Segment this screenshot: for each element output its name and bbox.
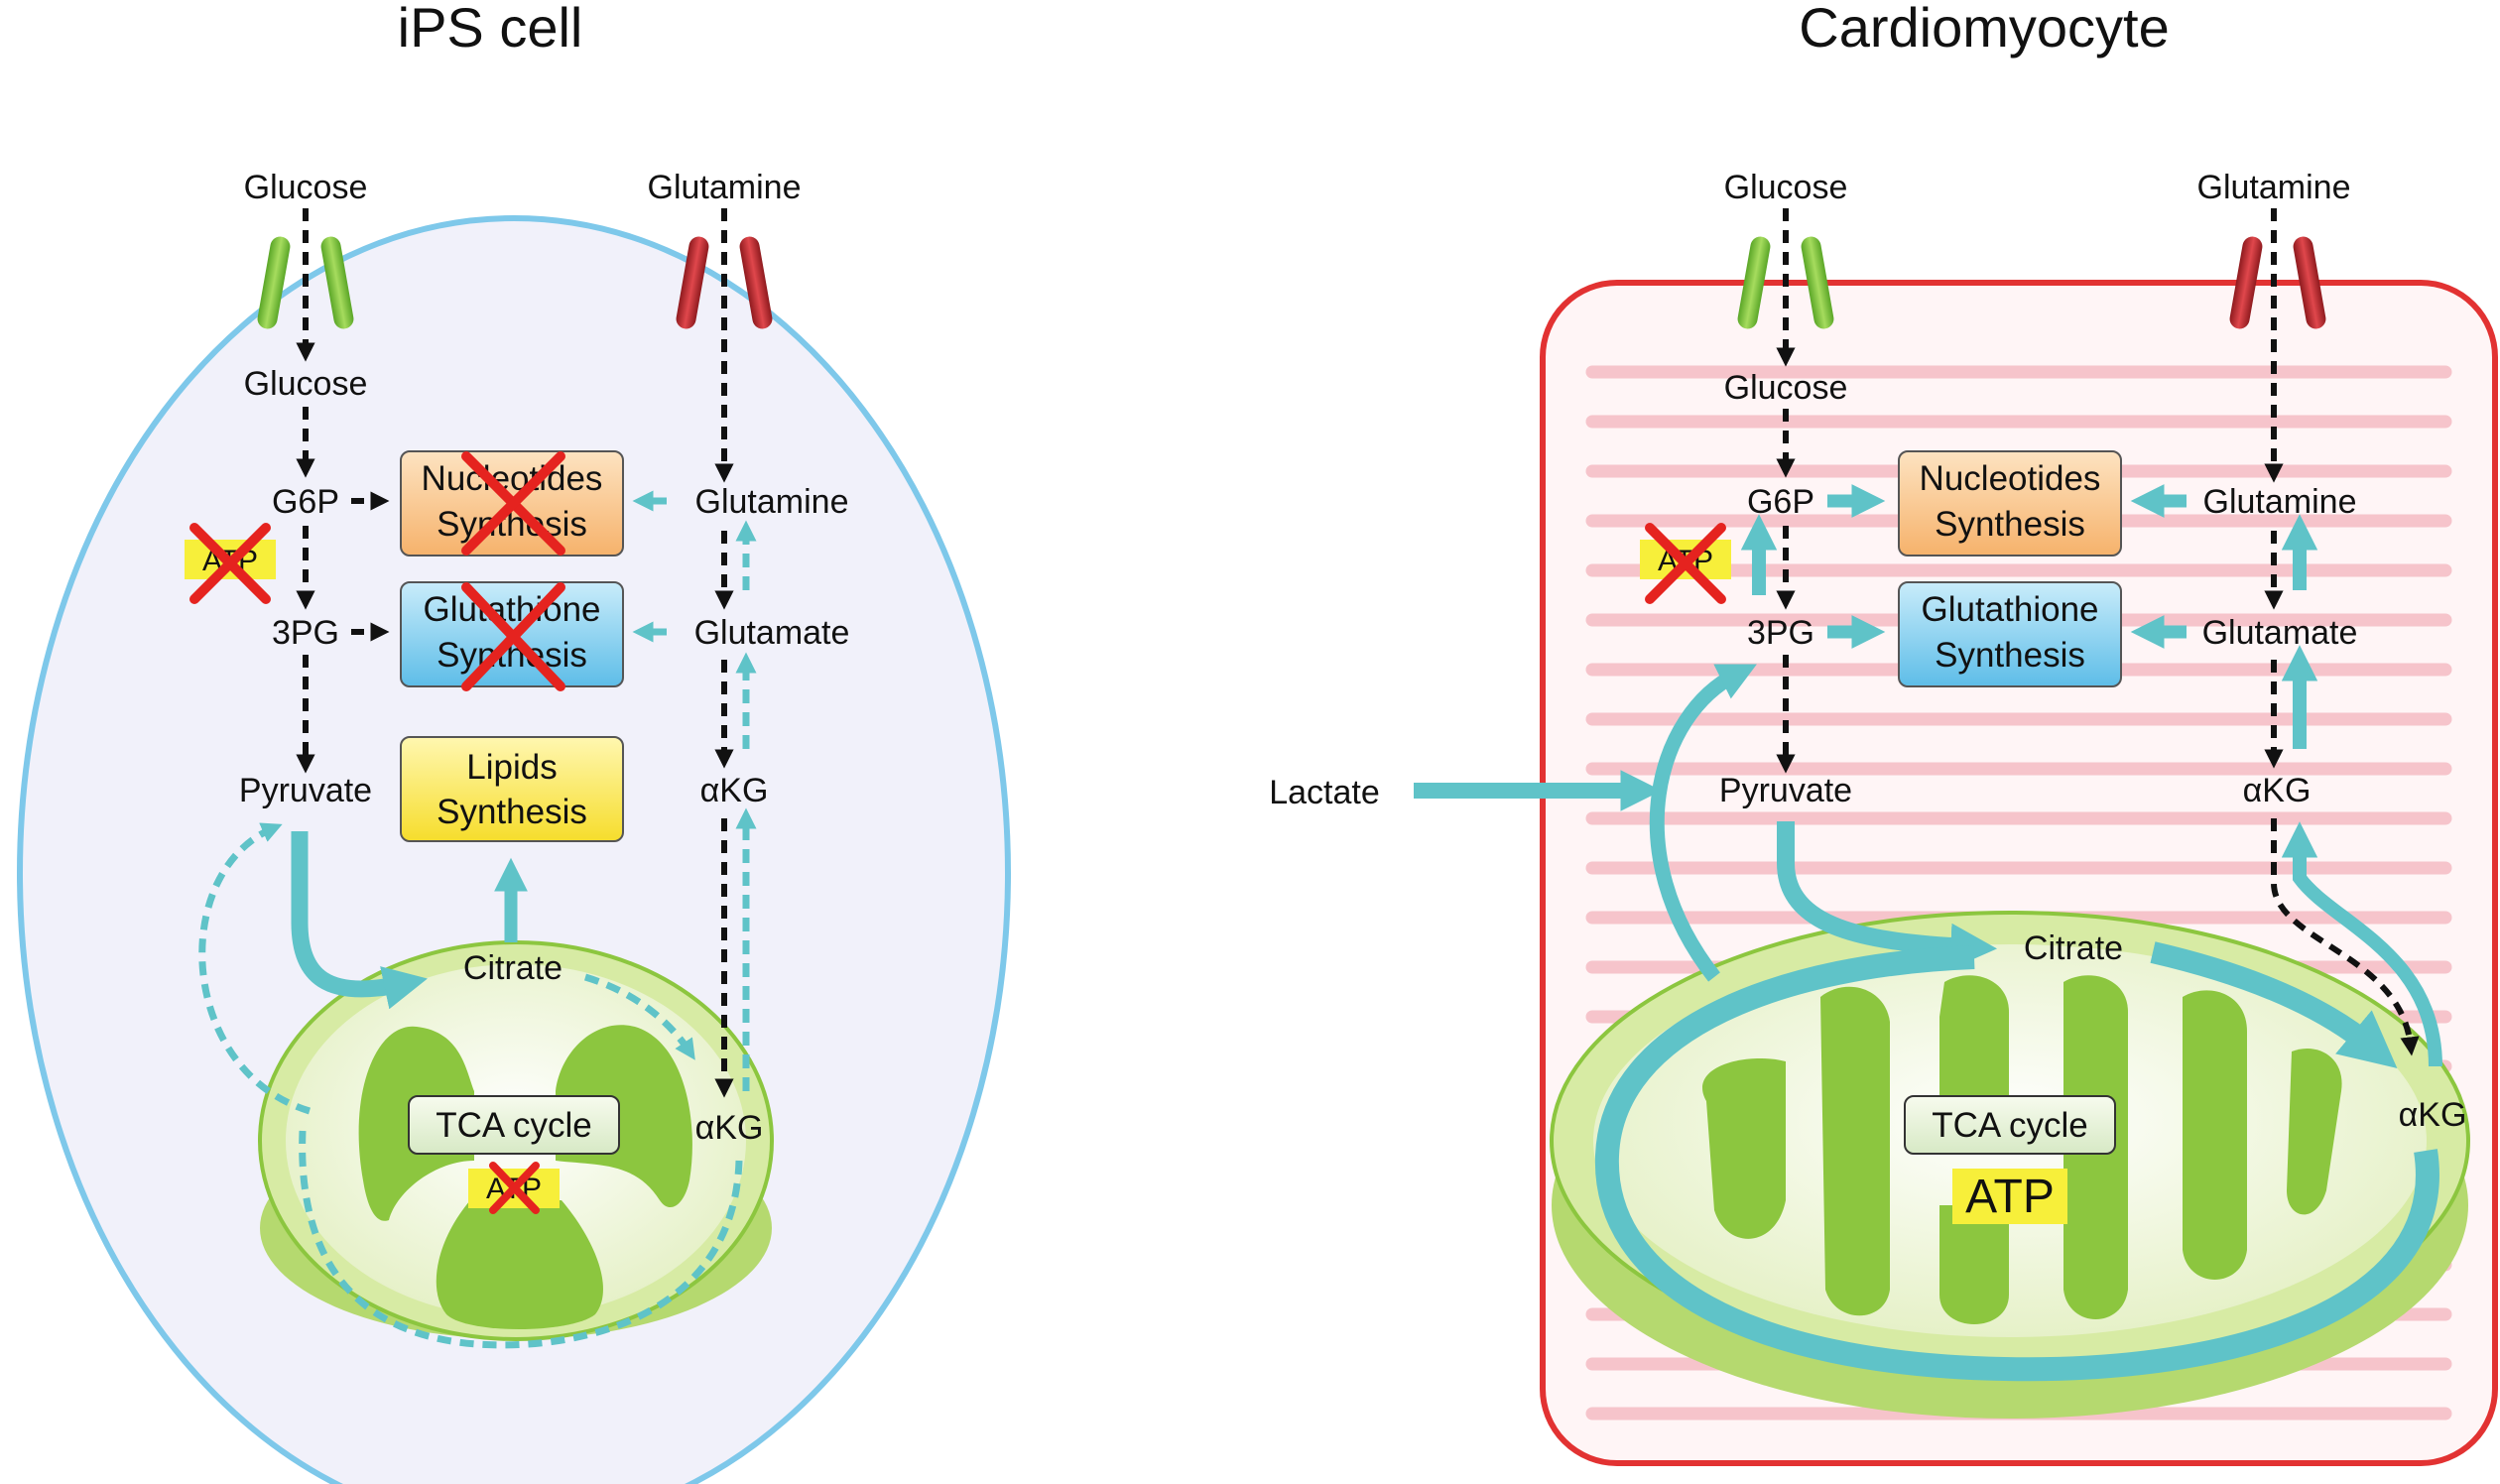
glutamine-label: Glutamine: [695, 483, 849, 521]
tca-label: TCA cycle: [1932, 1106, 2088, 1145]
glutamine-label: Glutamine: [2203, 483, 2357, 521]
akg-mito-label: αKG: [2399, 1096, 2467, 1134]
akg-label: αKG: [2243, 772, 2312, 809]
cardio-atp-mito: ATP: [1952, 1169, 2067, 1224]
nucleotides-label: Nucleotides: [422, 459, 603, 498]
ips-cyan-solid-pathways: [291, 831, 528, 1010]
cardio-mitochondrion: [1550, 911, 2470, 1419]
glutamine-extracellular-label: Glutamine: [2197, 169, 2351, 206]
cardio-tca-box: TCA cycle: [1904, 1095, 2116, 1155]
glutamate-label: Glutamate: [2202, 614, 2358, 652]
cross-icon: [461, 582, 565, 691]
pyruvate-label: Pyruvate: [239, 772, 372, 809]
cardio-title: Cardiomyocyte: [1799, 0, 2169, 59]
ips-atp-mito: ATP: [468, 1169, 560, 1208]
citrate-label: Citrate: [463, 949, 562, 987]
cardio-panel: Cardiomyocyte: [1269, 0, 2498, 1466]
cross-icon: [489, 1162, 540, 1214]
cardio-glutathione-box: Glutathione Synthesis: [1898, 581, 2122, 687]
akg-label: αKG: [700, 772, 769, 809]
glutathione-label: Glutathione: [423, 590, 600, 629]
atp-mito-label: ATP: [1965, 1171, 2055, 1223]
ips-glutamine-channel: [676, 236, 773, 329]
ips-panel: iPS cell: [17, 0, 1011, 1484]
nucleotides-label: Nucleotides: [1920, 459, 2101, 498]
glucose-label: Glucose: [244, 365, 368, 403]
lactate-label: Lactate: [1269, 774, 1380, 811]
cross-icon: [461, 451, 565, 556]
glutamate-label: Glutamate: [694, 614, 850, 652]
ips-lipids-box: Lipids Synthesis: [400, 736, 624, 842]
citrate-label: Citrate: [2024, 929, 2123, 967]
cardio-glucose-channel: [1737, 236, 1834, 329]
cross-icon: [1645, 523, 1726, 604]
lipids-label: Lipids: [466, 748, 557, 787]
cardio-glutamine-channel: [2229, 236, 2326, 329]
tca-label: TCA cycle: [436, 1106, 592, 1145]
cardio-black-pathways: [1776, 208, 2420, 1056]
3pg-label: 3PG: [272, 614, 339, 652]
ips-black-pathways: [296, 208, 734, 1098]
glucose-extracellular-label: Glucose: [244, 169, 368, 206]
glucose-extracellular-label: Glucose: [1724, 169, 1848, 206]
synthesis-label: Synthesis: [1935, 636, 2085, 675]
g6p-label: G6P: [1747, 483, 1814, 521]
pyruvate-label: Pyruvate: [1719, 772, 1852, 809]
ips-title: iPS cell: [398, 0, 583, 59]
cardio-nucleotides-box: Nucleotides Synthesis: [1898, 450, 2122, 556]
akg-mito-label: αKG: [695, 1109, 764, 1147]
synthesis-label: Synthesis: [1935, 505, 2085, 544]
cross-icon: [189, 523, 271, 604]
synthesis-label: Synthesis: [437, 793, 587, 831]
cardio-cyan-pathways: [1414, 484, 2442, 1382]
glutamine-extracellular-label: Glutamine: [648, 169, 802, 206]
3pg-label: 3PG: [1747, 614, 1814, 652]
ips-cyan-pathways: [198, 490, 757, 1349]
glutathione-label: Glutathione: [1921, 590, 2098, 629]
ips-glucose-channel: [257, 236, 354, 329]
ips-tca-box: TCA cycle: [408, 1095, 620, 1155]
glucose-label: Glucose: [1724, 369, 1848, 407]
g6p-label: G6P: [272, 483, 339, 521]
